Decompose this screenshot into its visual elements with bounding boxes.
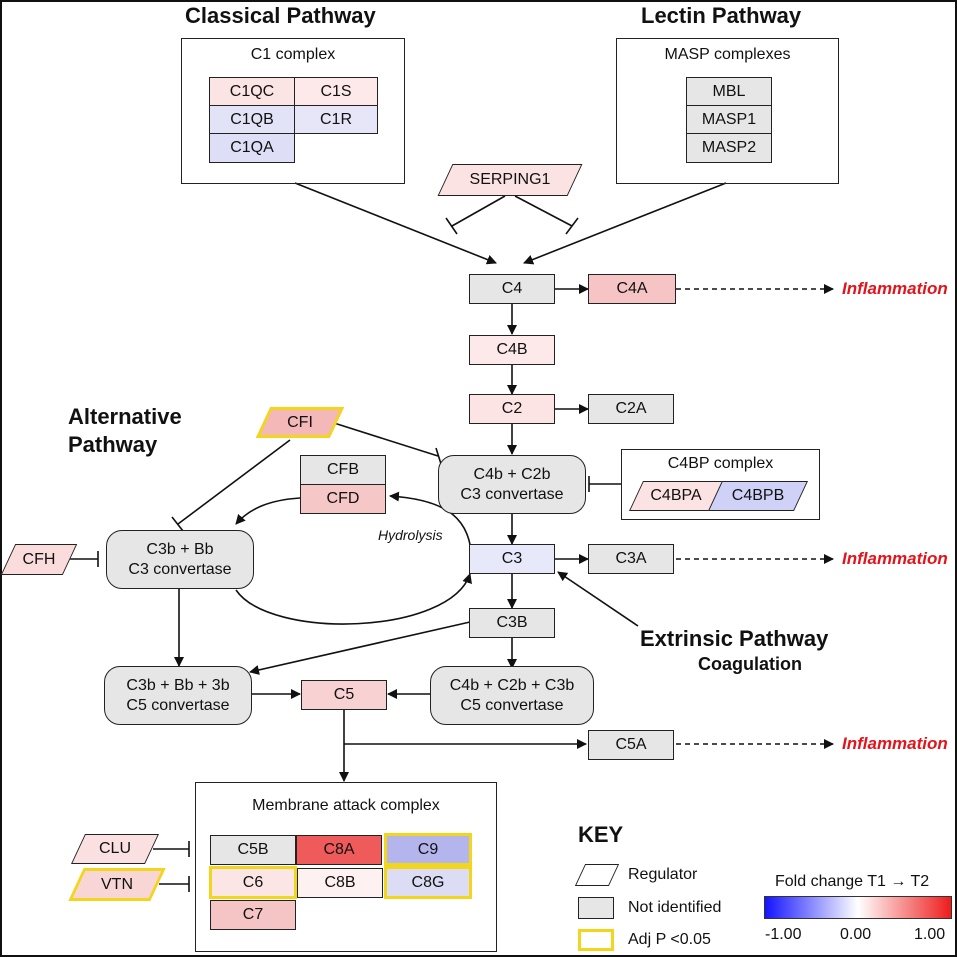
key-adjp-label: Adj P <0.05 (628, 931, 711, 948)
c4bp-complex (621, 449, 820, 520)
membrane-attack-complex (195, 782, 497, 952)
alternative-pathway-title-1: Alternative (68, 404, 182, 429)
arrow-extrinsic-to-c3 (557, 571, 639, 627)
gene-C4A: C4A (588, 274, 676, 304)
extrinsic-pathway-title: Extrinsic Pathway (640, 626, 829, 651)
coagulation-label: Coagulation (698, 654, 802, 674)
gene-C5A: C5A (588, 730, 674, 760)
gene-C8A: C8A (296, 835, 382, 865)
gene-C1QB: C1QB (209, 105, 295, 134)
gene-C1QA: C1QA (209, 133, 295, 163)
arrow-c3b-to-c5conv-left (249, 621, 471, 675)
gene-MASP2: MASP2 (686, 133, 772, 163)
gene-C8B: C8B (297, 868, 383, 898)
regulator-SERPING1: SERPING1 (437, 164, 583, 196)
gene-C5B: C5B (210, 835, 296, 865)
lectin-pathway-title: Lectin Pathway (641, 3, 802, 28)
gene-C1QC: C1QC (209, 77, 295, 106)
regulator-C4BPB: C4BPB (708, 481, 808, 511)
arrow-c1-to-c4 (294, 182, 497, 265)
inhibit-cfi-c3conv (333, 422, 439, 457)
c1-complex (181, 38, 405, 184)
scale-min: -1.00 (765, 926, 802, 943)
arrow-cfd-to-altconv (235, 497, 301, 525)
mac-label: Membrane attack complex (252, 797, 440, 814)
masp-complexes-label: MASP complexes (664, 46, 791, 63)
regulator-C4BPA: C4BPA (629, 481, 723, 511)
regulator-VTN: VTN (68, 868, 166, 901)
masp-complexes (616, 38, 839, 184)
inflammation-label-c3a: Inflammation (842, 549, 948, 568)
gene-C3: C3 (469, 544, 555, 574)
gene-C2: C2 (469, 394, 555, 424)
scale-mid: 0.00 (840, 926, 872, 943)
gene-C6: C6 (209, 866, 297, 899)
gene-C3B: C3B (469, 608, 555, 638)
c1-complex-label: C1 complex (250, 46, 336, 63)
arrow-altconv-to-c3 (235, 573, 472, 625)
key-regulator-swatch (574, 864, 620, 886)
c4bp-complex-label: C4BP complex (667, 455, 774, 472)
classical-pathway-title: Classical Pathway (185, 3, 376, 28)
key-regulator-label: Regulator (628, 866, 698, 883)
key-not-identified-label: Not identified (628, 899, 722, 916)
gene-C3A: C3A (588, 544, 674, 574)
gene-C5: C5 (301, 680, 387, 710)
gene-C1S: C1S (294, 77, 378, 106)
gene-MBL: MBL (686, 77, 772, 106)
inflammation-label-c5a: Inflammation (842, 734, 948, 753)
hydrolysis-label: Hydrolysis (378, 527, 443, 543)
gene-C1R: C1R (294, 105, 378, 134)
scale-max: 1.00 (914, 926, 946, 943)
gene-MASP1: MASP1 (686, 105, 772, 134)
regulator-CLU: CLU (71, 834, 159, 864)
gene-C2A: C2A (588, 394, 674, 424)
regulator-CFH: CFH (0, 544, 78, 575)
inflammation-label-c4a: Inflammation (842, 279, 948, 298)
gene-C8G: C8G (384, 866, 472, 899)
key-adjp-swatch (578, 929, 614, 951)
gene-C4B: C4B (469, 335, 555, 365)
arrow-masp-to-c4 (523, 182, 727, 265)
fold-change-scale-bar (764, 896, 952, 919)
inhibit-serping1-left (451, 195, 506, 227)
gene-C7: C7 (210, 900, 296, 930)
gene-C9: C9 (384, 833, 472, 866)
alternative-pathway-title-2: Pathway (68, 432, 158, 457)
key-not-identified-swatch (578, 897, 614, 919)
inhibit-serping1-right (514, 195, 573, 227)
gene-CFD: CFD (300, 484, 386, 514)
gene-CFB: CFB (300, 455, 386, 485)
inhibit-cfi-altconv (177, 439, 291, 525)
scale-title: Fold change T1 → T2 (775, 873, 930, 890)
regulator-CFI: CFI (255, 407, 345, 438)
key-title: KEY (578, 822, 624, 847)
gene-C4: C4 (469, 274, 555, 304)
